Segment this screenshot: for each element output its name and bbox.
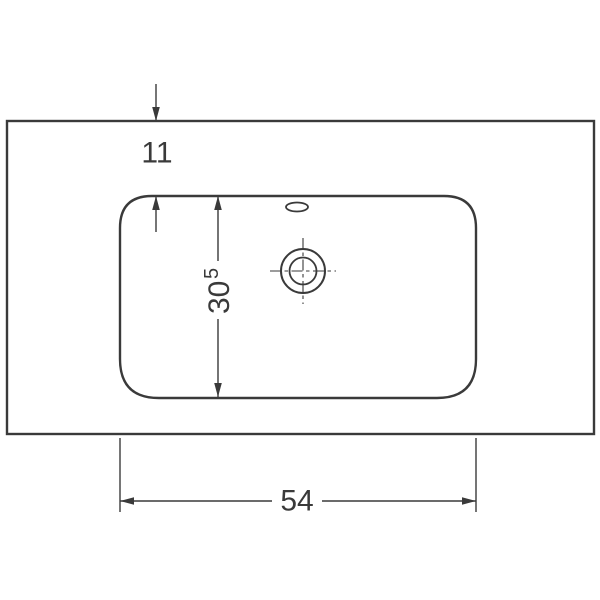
dimension-top-offset: 11 xyxy=(141,84,243,232)
dimension-basin-depth-value: 30 xyxy=(203,281,236,314)
drain-outer-circle xyxy=(280,248,326,294)
dimension-label-mask xyxy=(201,261,231,319)
dimension-basin-width-value: 54 xyxy=(280,485,313,518)
arrowhead-down xyxy=(214,383,222,397)
dimension-basin-width: 54 xyxy=(119,438,477,518)
arrowhead-left xyxy=(120,497,134,505)
arrowhead-up xyxy=(152,196,160,210)
overflow-hole xyxy=(285,201,309,213)
dimension-basin-depth-label: 30 5 xyxy=(201,261,236,319)
basin-outline xyxy=(118,194,478,400)
drain-inner-circle xyxy=(288,256,318,286)
dimension-basin-depth: 30 5 xyxy=(201,196,236,397)
dimension-basin-depth-superscript: 5 xyxy=(201,268,223,279)
arrowhead-down xyxy=(152,107,160,121)
drain-hole xyxy=(270,238,336,304)
arrowhead-right xyxy=(462,497,476,505)
dimension-label-mask xyxy=(272,486,322,516)
dimension-top-offset-value: 11 xyxy=(141,137,172,170)
arrowhead-up xyxy=(214,196,222,210)
